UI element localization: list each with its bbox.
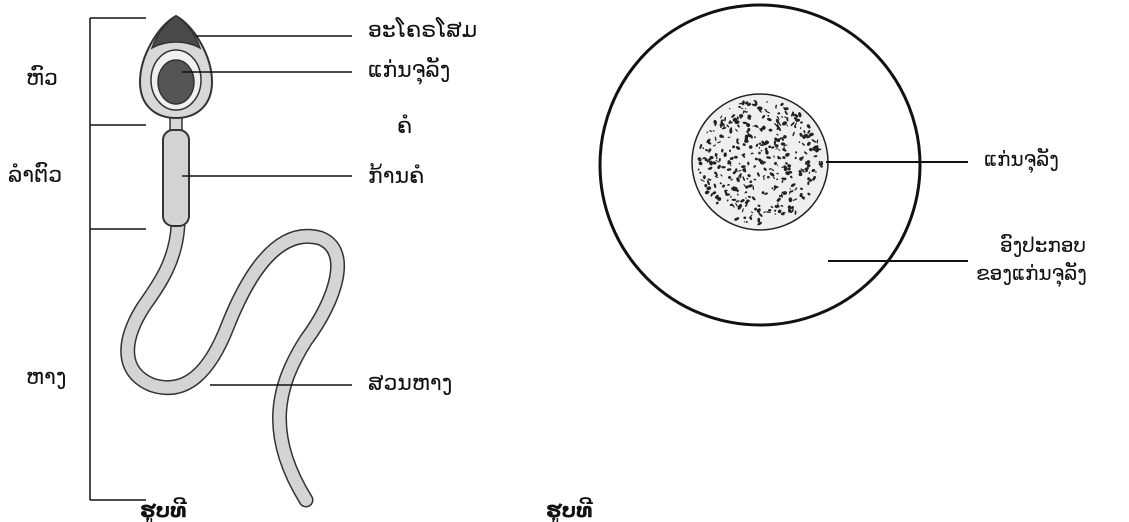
chromatin-speck — [754, 208, 757, 211]
label-egg-nucleus: ແກ່ນຈຸລັງ — [984, 148, 1059, 171]
label-neck: ຄໍ — [397, 114, 412, 139]
label-midpiece: ລຳຕົວ — [8, 163, 62, 188]
sperm-midpiece — [163, 130, 189, 226]
label-stalk: ກ້ານຄໍ — [368, 164, 424, 189]
sperm-nucleus — [158, 60, 194, 104]
chromatin-speck — [796, 116, 797, 120]
label-tail: ຫາງ — [26, 365, 67, 390]
label-sperm-nucleus: ແກ່ນຈຸລັງ — [368, 58, 450, 83]
sperm-tail-outline — [128, 225, 338, 500]
label-acrosome: ອະໂຄຣໂສມ — [368, 18, 477, 43]
sperm-cell — [90, 16, 352, 500]
sperm-bracket — [90, 18, 146, 500]
label-head: ຫົວ — [26, 66, 58, 91]
sperm-tail — [128, 225, 338, 500]
label-tail-piece: ສວນຫາງ — [368, 371, 452, 396]
chromatin-speck — [730, 196, 731, 199]
label-egg-component-line1: ອົງປະກອບ — [1000, 234, 1086, 257]
caption-left: ຮູບທີ — [140, 498, 187, 522]
label-egg-component-line2: ຂອງແກ່ນຈຸລັງ — [976, 262, 1087, 285]
chromatin-speck — [781, 178, 786, 180]
caption-right: ຮູບທີ — [546, 498, 593, 522]
egg-cell — [600, 5, 968, 325]
